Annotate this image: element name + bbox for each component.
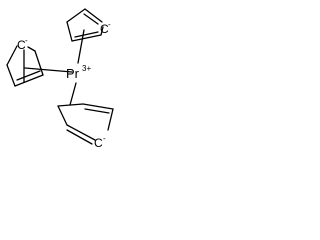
bond [66, 8, 86, 23]
bond [6, 45, 18, 66]
bond [66, 124, 96, 141]
atom-label-c-left: C - [17, 36, 28, 52]
bond [34, 50, 44, 76]
atom-c-charge: - [108, 20, 111, 29]
cyclopentadienyl-ring-left [6, 45, 73, 87]
atom-c-symbol: C [94, 136, 103, 150]
atom-label-c-bottom: C - [94, 134, 106, 150]
atom-c-charge: - [103, 134, 106, 143]
bond [16, 70, 41, 81]
cyclopentadienyl-ring-top [66, 8, 104, 64]
bond [82, 103, 114, 110]
bond [57, 105, 68, 126]
atom-label-c-top: C - [100, 20, 111, 36]
bond [66, 129, 93, 145]
bond [24, 67, 73, 73]
bond [14, 74, 44, 87]
atom-label-metal: Pr 3+ [66, 64, 91, 81]
bond [57, 103, 84, 107]
metal-charge: 3+ [82, 64, 91, 73]
bond [83, 13, 99, 25]
bond [6, 64, 16, 87]
bond [107, 108, 114, 131]
structure-diagram: C - C - Pr 3+ C - [6, 8, 114, 150]
bond [27, 46, 36, 52]
cyclopentadienyl-ring-bottom [57, 82, 114, 145]
bond [77, 29, 85, 64]
bond [66, 21, 73, 42]
bond [84, 108, 110, 114]
metal-symbol: Pr [66, 66, 80, 81]
atom-c-symbol: C [17, 38, 26, 52]
bond [100, 26, 104, 36]
bond [74, 31, 99, 38]
bond [71, 34, 102, 42]
bond [69, 82, 77, 106]
atom-c-charge: - [25, 36, 28, 45]
bond [84, 8, 103, 23]
atom-c-symbol: C [100, 22, 109, 36]
